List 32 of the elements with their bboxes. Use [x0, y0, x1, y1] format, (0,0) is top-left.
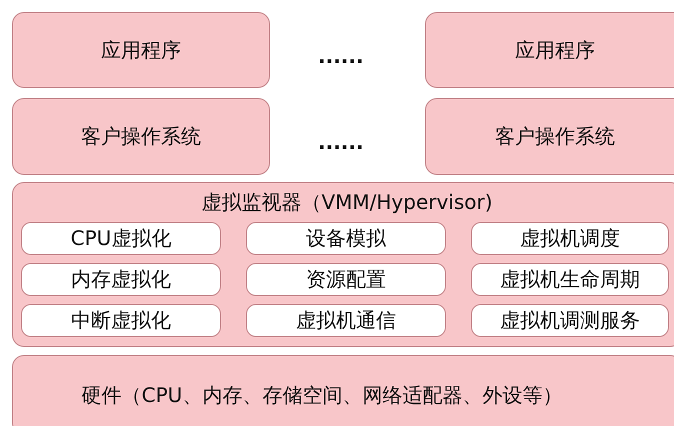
module-box	[21, 304, 221, 337]
box-label: 内存虚拟化	[71, 266, 171, 293]
module-box	[21, 263, 221, 296]
box-label: 硬件（CPU、内存、存储空间、网络适配器、外设等）	[82, 382, 562, 408]
box-label: 应用程序	[101, 36, 181, 64]
module-box	[246, 304, 446, 337]
box-label: CPU虚拟化	[70, 225, 172, 252]
box-label: 设备模拟	[306, 225, 386, 252]
module-box	[21, 222, 221, 255]
hardware-box	[12, 355, 674, 426]
box-label: 客户操作系统	[495, 123, 615, 150]
os-box	[425, 98, 674, 175]
panel-title: 虚拟监视器（VMM/Hypervisor)	[200, 189, 494, 216]
ellipsis-label: ......	[318, 44, 364, 68]
module-box	[471, 222, 669, 255]
box-label: 中断虚拟化	[71, 307, 171, 334]
module-box	[246, 222, 446, 255]
hypervisor-panel	[12, 182, 674, 347]
os-box	[12, 98, 270, 175]
app-box	[425, 12, 674, 88]
box-label: 资源配置	[306, 266, 386, 293]
box-label: 虚拟机生命周期	[500, 266, 640, 293]
box-label: 虚拟机调度	[520, 225, 620, 252]
module-box	[471, 304, 669, 337]
app-box	[12, 12, 270, 88]
module-box	[471, 263, 669, 296]
box-label: 客户操作系统	[81, 123, 201, 150]
box-label: 虚拟机通信	[296, 307, 396, 334]
module-box	[246, 263, 446, 296]
ellipsis-label: ......	[318, 130, 364, 154]
box-label: 应用程序	[515, 36, 595, 64]
box-label: 虚拟机调测服务	[500, 307, 640, 334]
